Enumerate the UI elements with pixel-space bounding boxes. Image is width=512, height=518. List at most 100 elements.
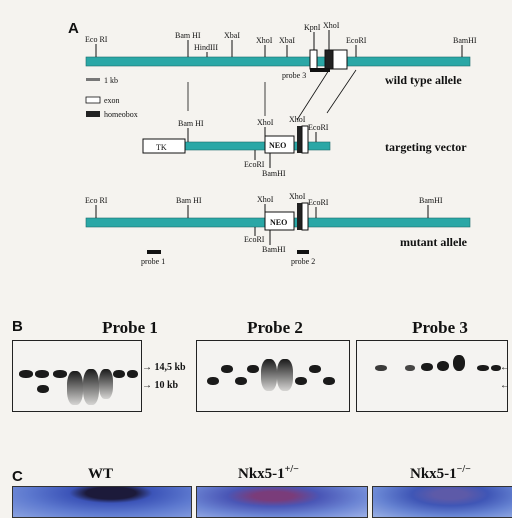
probe-2-title: Probe 2: [247, 318, 303, 337]
wild-type-allele: [85, 30, 471, 72]
band: [323, 377, 335, 385]
embryo-wt-image: [12, 486, 192, 518]
tv-neo-box: [264, 135, 295, 154]
legend-homeobox-label: homeobox: [104, 110, 138, 119]
targeting-vector-label: targeting vector: [385, 140, 467, 154]
band: [247, 365, 259, 373]
blot-3-upper-arrow: ←: [500, 362, 510, 373]
wt-site-bamhi-1: Bam HI: [175, 31, 201, 40]
tk-box: [142, 138, 186, 154]
legend-scale-bar: [86, 78, 100, 81]
probe-3-title: Probe 3: [412, 318, 468, 337]
mutant-allele: [85, 202, 471, 254]
probe-2-bar: [297, 250, 309, 254]
tv-site-ecori-above: EcoRI: [308, 123, 329, 132]
wild-type-site-ticks: [95, 30, 463, 57]
targeting-vector: [142, 125, 331, 168]
mutant-homeobox: [297, 203, 302, 230]
tv-neo-label: NEO: [269, 141, 286, 150]
wt-site-ecori-2: EcoRI: [346, 36, 367, 45]
wt-site-xbai-1: XbaI: [224, 31, 240, 40]
band: [405, 365, 415, 371]
mutant-neo-box: [264, 211, 295, 231]
band: [127, 370, 138, 378]
wt-site-kpni: KpnI: [304, 23, 321, 32]
mut-site-bamhi-1: Bam HI: [176, 196, 202, 205]
wild-type-allele-label: wild type allele: [385, 73, 462, 87]
wt-site-xbai-2: XbaI: [279, 36, 295, 45]
wild-type-homeobox: [324, 49, 334, 70]
band: [491, 365, 501, 371]
legend-homeobox-box: [86, 111, 100, 117]
tv-site-bamhi-below: BamHI: [262, 169, 286, 178]
band: [221, 365, 233, 373]
mut-site-xhoi-1: XhoI: [257, 195, 274, 204]
tv-homeobox: [297, 126, 302, 153]
tv-site-ecori-below: EcoRI: [244, 160, 265, 169]
probe-3-bar: [310, 68, 330, 72]
band: [309, 365, 321, 373]
band: [99, 369, 113, 399]
wild-type-exon-1: [309, 49, 318, 70]
legend-scale-label: 1 kb: [104, 76, 118, 85]
band: [421, 363, 433, 371]
tv-site-bamhi: Bam HI: [178, 119, 204, 128]
band: [83, 369, 99, 405]
band: [375, 365, 387, 371]
panel-a-letter: A: [68, 20, 79, 37]
mut-site-ecori-2: EcoRI: [308, 198, 329, 207]
wt-site-hindiii: HindIII: [194, 43, 218, 52]
band: [453, 355, 465, 371]
probe-2-label: probe 2: [291, 257, 315, 266]
alignment-lines: [187, 69, 357, 121]
band: [477, 365, 489, 371]
band: [437, 361, 449, 371]
genotype-ko-label: Nkx5-1−/−: [410, 464, 471, 482]
probe-3-label: probe 3: [282, 71, 306, 80]
band: [235, 377, 247, 385]
mut-site-ecori-1: Eco RI: [85, 196, 108, 205]
embryo-ko-image: [372, 486, 512, 518]
wt-site-ecori-1: Eco RI: [85, 35, 108, 44]
embryo-het-image: [196, 486, 368, 518]
probe-1-title: Probe 1: [102, 318, 158, 337]
band: [277, 359, 293, 391]
band: [19, 370, 33, 378]
legend: [85, 78, 101, 117]
wt-site-bamhi-2: BamHI: [453, 36, 477, 45]
genotype-wt-label: WT: [88, 466, 114, 482]
tv-site-xhoi-2: XhoI: [289, 115, 306, 124]
mutant-neo-label: NEO: [270, 218, 287, 227]
mut-site-bamhi-below: BamHI: [262, 245, 286, 254]
mutant-allele-label: mutant allele: [400, 235, 468, 249]
blot-probe-3: [356, 340, 508, 412]
band: [261, 359, 277, 391]
wild-type-exon-2: [332, 49, 348, 70]
size-label-14-5-kb: → 14,5 kb: [142, 362, 186, 373]
wild-type-bar: [85, 56, 471, 67]
genotype-het-label: Nkx5-1+/−: [238, 464, 299, 482]
blot-probe-1: [12, 340, 142, 412]
probe-1-label: probe 1: [141, 257, 165, 266]
probe-1-bar: [147, 250, 161, 254]
mutant-exon: [301, 202, 309, 231]
size-label-10-kb: → 10 kb: [142, 380, 179, 391]
legend-exon-label: exon: [104, 96, 120, 105]
tk-label: TK: [156, 143, 167, 152]
blot-3-lower-arrow: ←: [500, 380, 510, 391]
band: [295, 377, 307, 385]
wt-site-xhoi-2: XhoI: [323, 21, 340, 30]
band: [207, 377, 219, 385]
mut-site-ecori-below: EcoRI: [244, 235, 265, 244]
tv-site-xhoi-1: XhoI: [257, 118, 274, 127]
blot-probe-2: [196, 340, 350, 412]
wt-site-xhoi-1: XhoI: [256, 36, 273, 45]
band: [53, 370, 67, 378]
band: [35, 370, 49, 378]
mut-site-xhoi-2: XhoI: [289, 192, 306, 201]
panel-b-letter: B: [12, 318, 23, 335]
band: [67, 371, 83, 405]
panel-c-letter: C: [12, 468, 23, 485]
tv-exon: [301, 125, 309, 154]
